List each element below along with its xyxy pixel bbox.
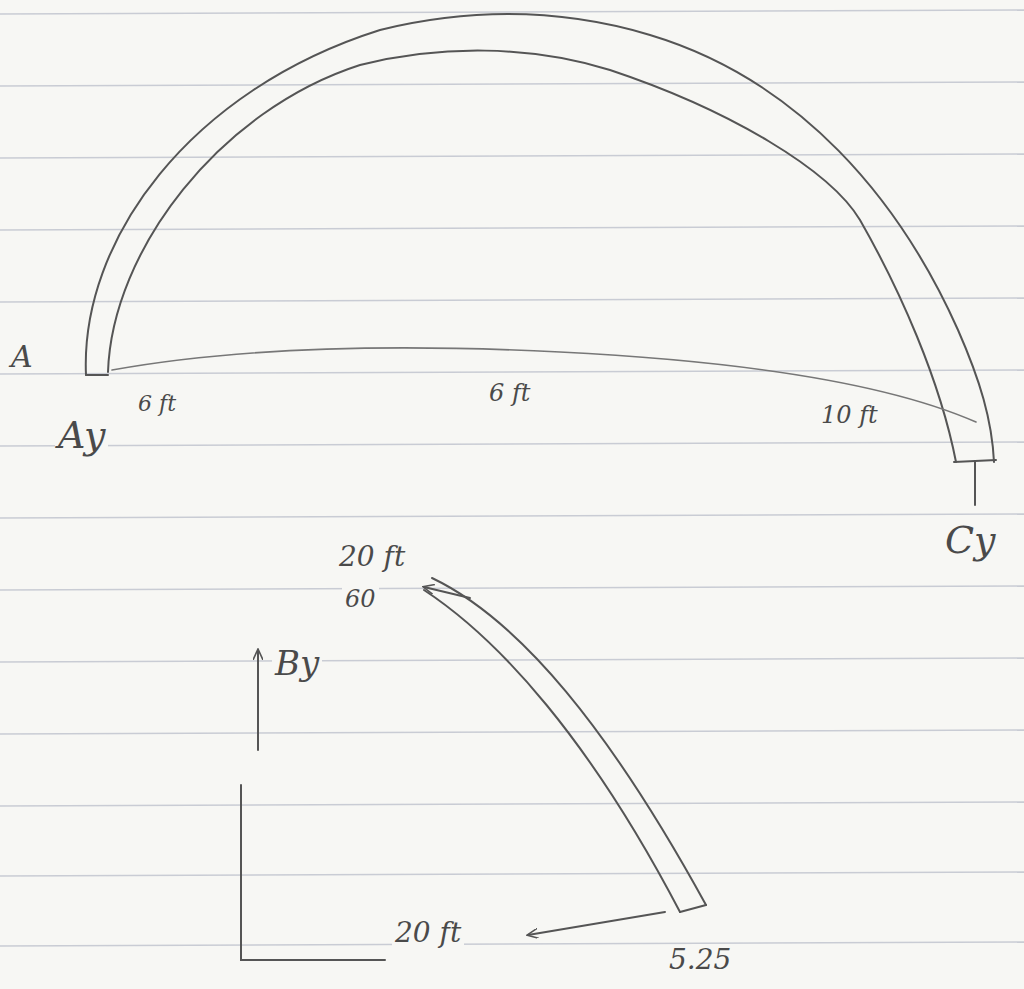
reaction-label: Ay [55,415,108,457]
dimension-label: 10 ft [818,402,881,428]
reaction-label: Cy [942,520,999,562]
dimension-label: 6 ft [135,392,179,416]
reaction-label: By [272,645,322,682]
angle-label: 60 [342,586,379,612]
dimension-label: 6 ft [486,380,533,406]
dimension-label: 20 ft [392,918,464,949]
paper-rules [0,10,1024,946]
curved-member [241,578,706,960]
dimension-label: 5.25 [666,945,734,976]
arch-member [86,14,996,505]
dimension-label: 20 ft [336,542,408,573]
point-label: A [8,340,36,373]
